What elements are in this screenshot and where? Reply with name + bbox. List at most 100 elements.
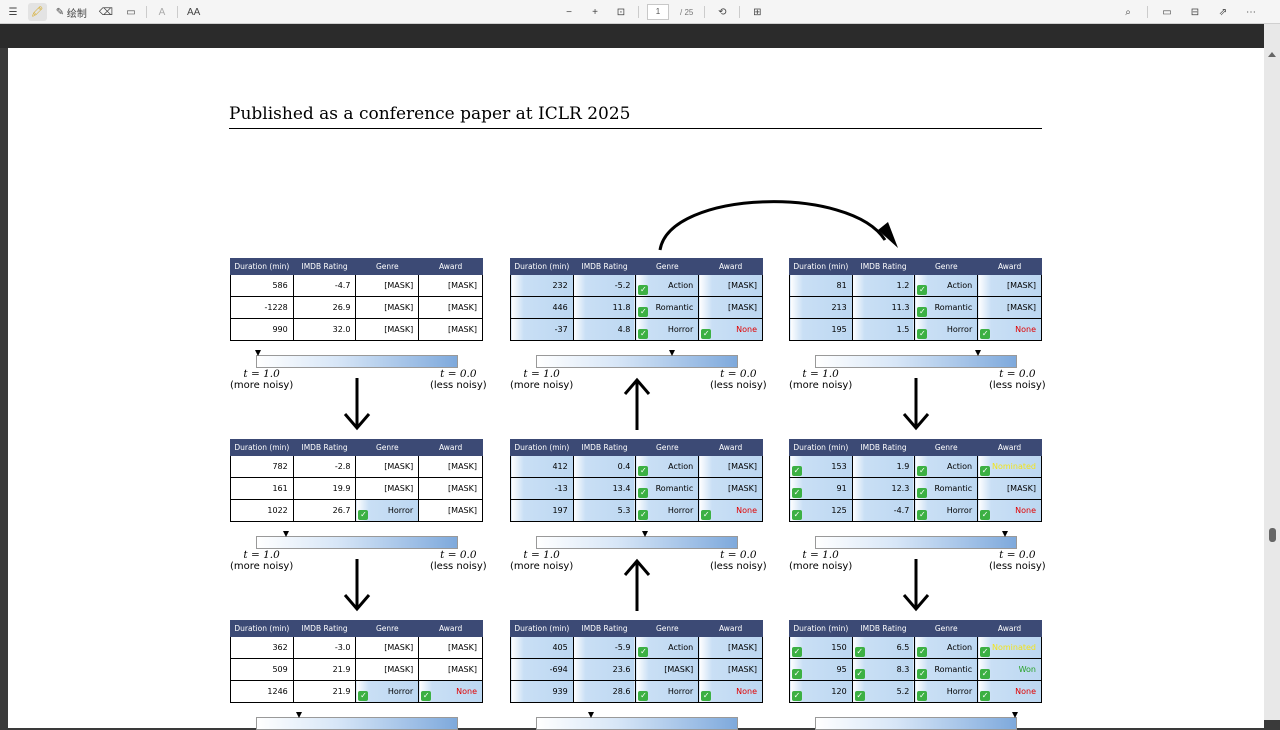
scroll-thumb[interactable]	[1269, 528, 1276, 542]
scale-right-note: (less noisy)	[710, 561, 767, 572]
table-row: 120✓5.2✓Horror✓None✓	[789, 680, 1042, 703]
layout-icon[interactable]: ⊞	[753, 6, 762, 18]
table-cell: 32.0	[292, 318, 357, 341]
scale-left-label: t = 1.0(more noisy)	[789, 550, 852, 573]
cell-value: 195	[831, 325, 847, 334]
timestep-marker	[588, 712, 594, 718]
cell-value: [MASK]	[728, 484, 757, 493]
column-header: Award	[698, 439, 763, 456]
table-cell: 23.6	[572, 658, 637, 681]
table-cell: [MASK]	[977, 477, 1042, 500]
scale-right-label: t = 0.0(less noisy)	[989, 369, 1046, 392]
table-cell: 1246	[230, 680, 294, 703]
cell-value: 782	[272, 462, 288, 471]
up-arrow-icon	[623, 377, 651, 430]
menu-icon[interactable]: ☰	[8, 6, 18, 18]
vertical-scrollbar[interactable]	[1264, 24, 1280, 720]
cell-value: 5.3	[617, 506, 631, 515]
check-icon: ✓	[917, 307, 928, 317]
present-icon[interactable]: ▭	[1162, 6, 1172, 18]
table-cell: None✓	[977, 680, 1042, 703]
cell-value: Romantic	[934, 484, 973, 493]
separator	[1147, 6, 1148, 18]
scale-left-t: t = 1.0	[243, 549, 280, 561]
zoom-in-button[interactable]: +	[592, 6, 598, 18]
check-icon: ✓	[917, 510, 928, 520]
aa-icon[interactable]: AA	[187, 6, 201, 18]
up-arrow-icon	[623, 558, 651, 611]
rotate-icon[interactable]: ⟲	[718, 6, 727, 18]
cell-value: [MASK]	[448, 484, 477, 493]
table-cell: [MASK]	[418, 477, 483, 500]
cell-value: Horror	[946, 325, 973, 334]
table-cell: 12.3	[851, 477, 916, 500]
table-cell: 1.5	[851, 318, 916, 341]
cell-value: Horror	[387, 687, 414, 696]
table-cell: [MASK]	[355, 455, 420, 478]
column-header: Award	[977, 620, 1042, 637]
cell-value: 405	[552, 643, 568, 652]
table-cell: 197	[510, 499, 574, 522]
draw-button[interactable]: ✎ 绘制	[53, 3, 90, 21]
timestep-marker	[975, 350, 981, 356]
view-icon[interactable]: ▭	[126, 6, 136, 18]
highlight-icon[interactable]: 🖍	[28, 3, 47, 21]
cell-value: Action	[668, 643, 694, 652]
table-cell: 91✓	[789, 477, 853, 500]
table-cell: Won✓	[977, 658, 1042, 681]
cell-value: None	[736, 325, 757, 334]
page-number-input[interactable]: 1	[647, 4, 669, 20]
cell-value: 4.8	[617, 325, 631, 334]
erase-icon[interactable]: ⌫	[98, 6, 114, 18]
check-icon: ✓	[638, 307, 649, 317]
column-header: IMDB Rating	[572, 620, 637, 637]
cell-value: Horror	[667, 325, 694, 334]
scale-right-label: t = 0.0(less noisy)	[710, 550, 767, 573]
cell-value: Action	[947, 281, 973, 290]
cell-value: -5.9	[614, 643, 631, 652]
cell-value: 990	[272, 325, 288, 334]
cell-value: [MASK]	[448, 325, 477, 334]
table-cell: -4.7	[292, 274, 357, 297]
cell-value: -694	[549, 665, 568, 674]
column-header: Duration (min)	[230, 620, 294, 637]
table-cell: Horror✓	[914, 499, 979, 522]
scale-left-note: (more noisy)	[789, 380, 853, 391]
draw-label: 绘制	[66, 8, 87, 20]
scale-right-note: (less noisy)	[430, 380, 487, 391]
save-icon[interactable]: ⊟	[1190, 6, 1200, 18]
noise-scale-bar	[815, 355, 1017, 368]
table-cell: 150✓	[789, 636, 853, 659]
cell-value: Won	[1018, 665, 1036, 674]
cell-value: 81	[836, 281, 847, 290]
scroll-up-icon[interactable]	[1268, 52, 1276, 57]
cell-value: 28.6	[612, 687, 631, 696]
cell-value: -3.0	[334, 643, 351, 652]
scale-right-t: t = 0.0	[999, 549, 1036, 561]
cell-value: [MASK]	[448, 303, 477, 312]
fit-page-icon[interactable]: ⊡	[616, 6, 626, 18]
more-icon[interactable]: ⋯	[1246, 6, 1256, 18]
cell-value: 26.9	[332, 303, 351, 312]
table-cell: 21.9	[292, 680, 357, 703]
cell-value: None	[1015, 325, 1036, 334]
text-size-icon[interactable]: A	[158, 6, 166, 18]
table-cell: 81	[789, 274, 853, 297]
table-cell: [MASK]	[355, 636, 420, 659]
search-icon[interactable]: ⌕	[1125, 6, 1131, 18]
table-cell: 990	[230, 318, 294, 341]
expand-icon[interactable]: ⇗	[1218, 6, 1228, 18]
cell-value: 5.2	[896, 687, 910, 696]
table-cell: 125✓	[789, 499, 853, 522]
zoom-out-button[interactable]: −	[566, 6, 572, 18]
table-cell: [MASK]	[698, 274, 763, 297]
check-icon: ✓	[638, 329, 649, 339]
